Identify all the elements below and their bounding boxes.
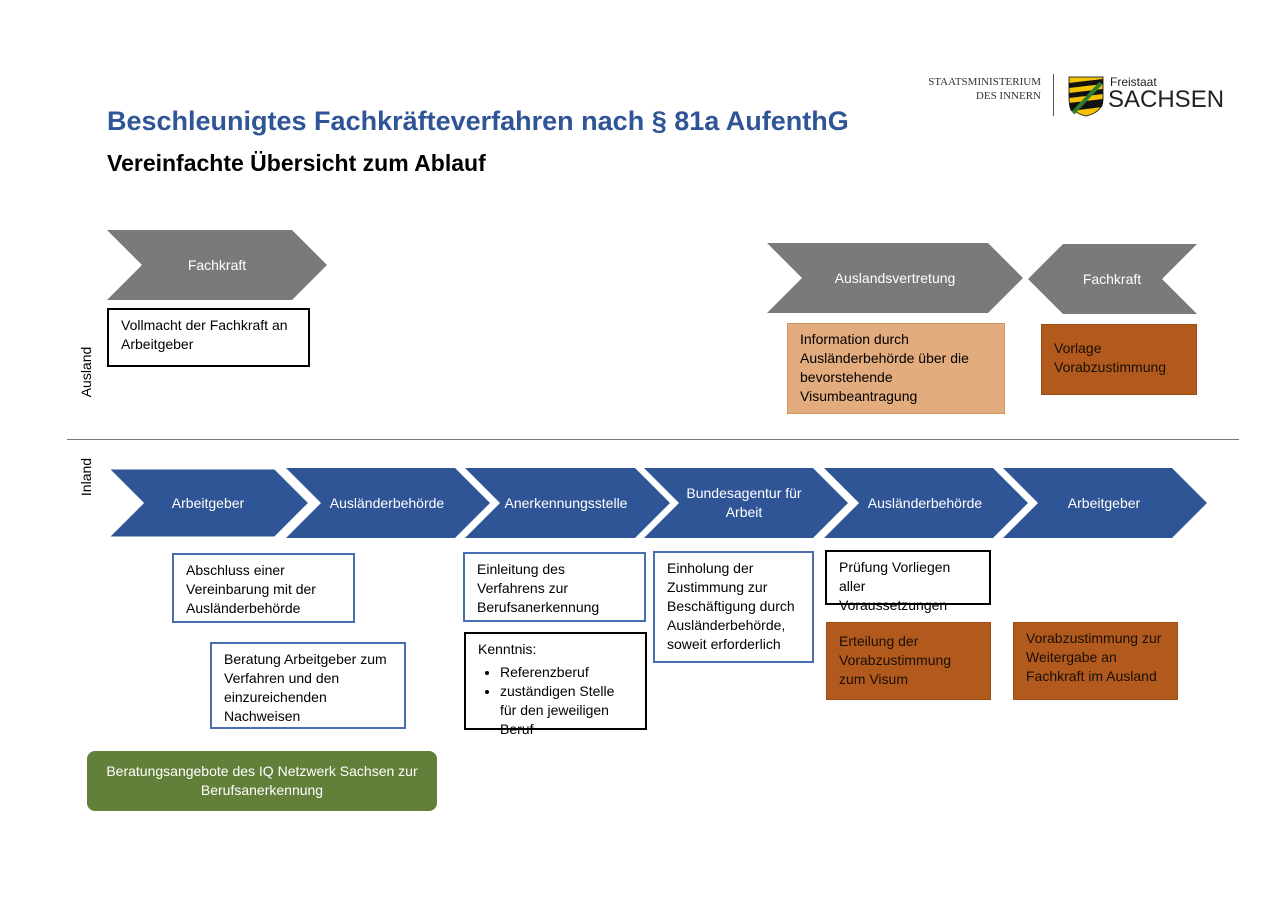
chevron-label: Ausländerbehörde — [329, 494, 445, 511]
box-abschluss: Abschluss einer Vereinbarung mit der Aus… — [172, 553, 355, 623]
box-einholung: Einholung der Zustimmung zur Beschäftigu… — [653, 551, 814, 663]
chevron-auslandsvertretung — [767, 243, 1023, 313]
box-vorlage-vorabzustimmung: Vorlage Vorabzustimmung — [1041, 324, 1197, 395]
kenntnis-list: Referenzberuf zuständigen Stelle für den… — [478, 663, 633, 739]
chevron-label: Auslandsvertretung — [834, 269, 956, 286]
ministry-line-2: DES INNERN — [975, 90, 1041, 102]
chevron-auslaenderbehoerde-2 — [824, 468, 1028, 538]
chevron-label: Ausländerbehörde — [867, 494, 983, 511]
logo-divider — [1053, 74, 1054, 116]
chevron-fachkraft-return — [1028, 244, 1197, 314]
chevron-label: Arbeitgeber — [1067, 494, 1141, 511]
ministry-name: STAATSMINISTERIUM DES INNERN — [915, 75, 1041, 103]
box-erteilung: Erteilung der Vorabzustimmung zum Visum — [826, 622, 991, 700]
list-item: zuständigen Stelle für den jeweiligen Be… — [500, 682, 633, 739]
page-title: Beschleunigtes Fachkräfteverfahren nach … — [107, 106, 849, 136]
chevron-bundesagentur — [644, 468, 848, 538]
box-weitergabe: Vorabzustimmung zur Weitergabe an Fachkr… — [1013, 622, 1178, 700]
box-vollmacht: Vollmacht der Fachkraft an Arbeitgeber — [107, 308, 310, 367]
iq-netzwerk-box: Beratungsangebote des IQ Netzwerk Sachse… — [87, 751, 437, 811]
list-item: Referenzberuf — [500, 663, 633, 682]
logo-freistaat: Freistaat — [1110, 75, 1157, 89]
chevron-label: Bundesagentur für Arbeit — [686, 485, 802, 520]
box-pruefung: Prüfung Vorliegen aller Voraussetzungen — [825, 550, 991, 613]
box-beratung: Beratung Arbeitgeber zum Verfahren und d… — [210, 642, 406, 729]
page-subtitle: Vereinfachte Übersicht zum Ablauf — [107, 150, 486, 176]
chevron-label: Fachkraft — [1082, 270, 1142, 287]
zone-separator — [67, 439, 1239, 440]
ministry-line-1: STAATSMINISTERIUM — [928, 76, 1041, 88]
chevron-label: Arbeitgeber — [171, 494, 245, 511]
chevron-label: Anerkennungsstelle — [504, 494, 628, 511]
chevron-label: Fachkraft — [187, 256, 247, 273]
ministry-logo: STAATSMINISTERIUM DES INNERN Freistaat S… — [915, 70, 1224, 122]
chevron-arbeitgeber-2 — [1003, 468, 1207, 538]
box-einleitung: Einleitung des Verfahrens zur Berufsaner… — [463, 552, 646, 622]
chevron-arbeitgeber — [103, 466, 313, 540]
chevron-auslaenderbehoerde — [286, 468, 490, 538]
kenntnis-title: Kenntnis: — [478, 641, 537, 657]
chevron-anerkennungsstelle — [465, 468, 670, 538]
box-kenntnis: Kenntnis: Referenzberuf zuständigen Stel… — [464, 632, 647, 737]
chevron-fachkraft-abroad — [107, 230, 327, 300]
logo-sachsen: SACHSEN — [1108, 86, 1225, 113]
box-information: Information durch Ausländerbehörde über … — [787, 323, 1005, 414]
saxony-coat-of-arms-icon — [1068, 76, 1104, 117]
